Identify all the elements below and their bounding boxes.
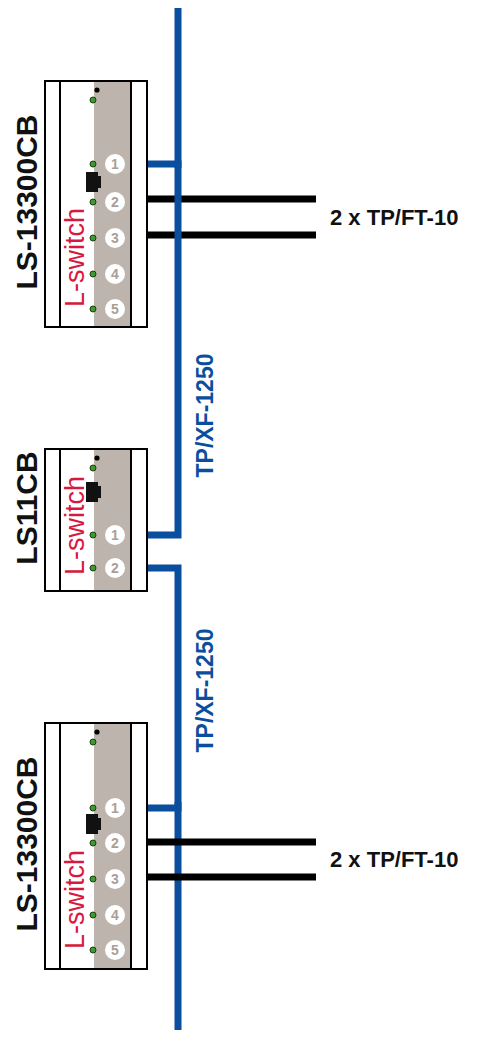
- bus-label: TP/XF-1250: [194, 353, 217, 477]
- brand-name: L-switch: [63, 849, 90, 948]
- power-led: [90, 739, 96, 745]
- port-led: [90, 947, 96, 953]
- cable-label: 2 x TP/FT-10: [330, 849, 458, 871]
- port-number: 2: [105, 192, 125, 212]
- device-name: LS-13300CB: [12, 756, 42, 931]
- service-connector: [96, 176, 101, 188]
- port-led: [90, 199, 96, 205]
- port-led: [90, 271, 96, 277]
- port-number: 1: [105, 525, 125, 545]
- status-dot: [94, 729, 99, 734]
- service-connector: [96, 486, 101, 498]
- port-led: [90, 912, 96, 918]
- port-led: [90, 840, 96, 846]
- port-circle: [105, 558, 125, 578]
- service-connector: [96, 818, 101, 830]
- brand-name: L-switch: [63, 475, 90, 574]
- housing-outline: [45, 723, 147, 969]
- port-number: 3: [105, 228, 125, 248]
- bus-stub: [175, 8, 182, 168]
- status-dot: [94, 87, 99, 92]
- port-number: 1: [105, 154, 125, 174]
- port-led: [90, 235, 96, 241]
- port-led: [90, 306, 96, 312]
- ft10-cable: [148, 874, 316, 881]
- switch-device: LS-13300CBL-switch12345: [44, 722, 148, 970]
- ft10-cable: [148, 232, 316, 239]
- port-number: 4: [105, 905, 125, 925]
- device-name: LS11CB: [12, 451, 42, 564]
- port-number: 1: [105, 798, 125, 818]
- port-number: 4: [105, 264, 125, 284]
- port-circle: [105, 192, 125, 212]
- ft10-cable: [148, 839, 316, 846]
- device-housing: [44, 448, 148, 592]
- brand-name: L-switch: [63, 207, 90, 306]
- ft10-cable: [148, 196, 316, 203]
- housing-edge: [59, 449, 61, 591]
- port-number: 2: [105, 833, 125, 853]
- housing-edge: [59, 723, 61, 969]
- front-panel: [94, 82, 131, 326]
- port-led: [90, 565, 96, 571]
- port-number: 5: [105, 940, 125, 960]
- switch-device: LS-13300CBL-switch12345: [44, 80, 148, 328]
- port-number: 3: [105, 869, 125, 889]
- status-dot: [94, 455, 99, 460]
- cable-label: 2 x TP/FT-10: [330, 207, 458, 229]
- front-panel: [94, 450, 131, 590]
- power-led: [90, 97, 96, 103]
- port-circle: [105, 154, 125, 174]
- port-circle: [105, 798, 125, 818]
- port-number: 2: [105, 558, 125, 578]
- housing-outline: [45, 81, 147, 327]
- port-led: [90, 161, 96, 167]
- port-circle: [105, 264, 125, 284]
- housing-outline: [45, 449, 147, 591]
- port-number: 5: [105, 299, 125, 319]
- port-led: [90, 805, 96, 811]
- port-circle: [105, 905, 125, 925]
- port-circle: [105, 833, 125, 853]
- port-circle: [105, 299, 125, 319]
- device-housing: [44, 722, 148, 970]
- port-circle: [105, 869, 125, 889]
- device-housing: [44, 80, 148, 328]
- port-led: [90, 532, 96, 538]
- port-circle: [105, 940, 125, 960]
- housing-edge: [59, 81, 61, 327]
- housing-edge: [130, 81, 132, 327]
- device-name: LS-13300CB: [12, 114, 42, 289]
- power-led: [90, 465, 96, 471]
- port-circle: [105, 228, 125, 248]
- switch-device: LS11CBL-switch12: [44, 448, 148, 592]
- bus-connector: [148, 164, 178, 535]
- front-panel: [94, 724, 131, 968]
- bus-label: TP/XF-1250: [194, 628, 217, 752]
- port-led: [90, 876, 96, 882]
- bus-connector: [148, 568, 178, 808]
- bus-stub: [175, 802, 182, 1030]
- port-circle: [105, 525, 125, 545]
- housing-edge: [130, 723, 132, 969]
- housing-edge: [130, 449, 132, 591]
